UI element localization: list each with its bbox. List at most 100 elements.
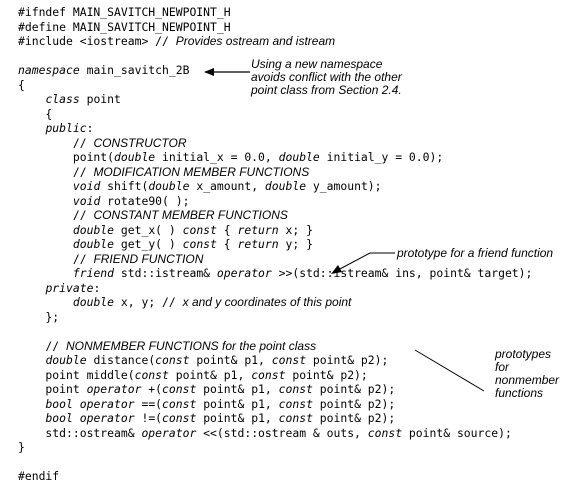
- code-text: [18, 194, 73, 208]
- code-keyword: const: [155, 353, 190, 367]
- code-text: :: [93, 280, 101, 295]
- code-line: // CONSTANT MEMBER FUNCTIONS: [18, 208, 288, 222]
- code-text: [18, 266, 73, 280]
- code-line: public:: [18, 121, 93, 135]
- friend-function-annotation: prototype for a friend function: [397, 246, 554, 260]
- code-line: double get_x( ) const { return x; }: [18, 223, 313, 237]
- code-text: point: [79, 92, 121, 106]
- code-text: };: [18, 309, 60, 324]
- code-text: std::istream&: [114, 266, 217, 280]
- code-text: main_savitch_2B: [79, 63, 190, 77]
- code-comment: FRIEND FUNCTION: [93, 251, 204, 266]
- code-keyword: bool: [45, 411, 73, 425]
- code-text: [18, 92, 45, 106]
- code-text: point: [18, 382, 87, 396]
- code-text: <<(std::ostream & outs,: [196, 425, 368, 440]
- code-text: x_amount,: [189, 179, 265, 193]
- code-comment: CONSTANT MEMBER FUNCTIONS: [93, 208, 288, 222]
- code-keyword: double: [45, 353, 87, 367]
- code-text: [73, 397, 80, 411]
- code-text: [18, 397, 45, 411]
- nonmember-functions-annotation: prototypes for nonmember functions: [495, 347, 560, 400]
- code-text: [18, 281, 45, 295]
- code-keyword: double: [72, 222, 115, 237]
- code-text: std::ostream&: [18, 425, 142, 440]
- code-keyword: void: [72, 179, 101, 193]
- code-keyword: bool: [45, 396, 73, 411]
- code-keyword: return: [237, 222, 279, 237]
- code-keyword: namespace: [18, 63, 80, 77]
- code-text: !=(: [134, 411, 163, 425]
- code-text: #define MAIN_SAVITCH_NEWPOINT_H: [18, 19, 231, 34]
- code-line: #define MAIN_SAVITCH_NEWPOINT_H: [18, 20, 231, 34]
- code-text: point middle(: [18, 367, 135, 382]
- code-comment: CONSTRUCTOR: [93, 135, 187, 150]
- code-line: // FRIEND FUNCTION: [18, 251, 204, 266]
- code-comment: x and y coordinates of this point: [182, 295, 352, 309]
- code-line: // MODIFICATION MEMBER FUNCTIONS: [18, 165, 309, 179]
- code-keyword: operator: [79, 396, 135, 411]
- namespace-arrow-head: [204, 68, 214, 76]
- code-line: #include <iostream> // Provides ostream …: [18, 34, 335, 48]
- code-line: friend std::istream& operator >>(std::is…: [18, 266, 533, 280]
- code-keyword: double: [114, 150, 156, 164]
- code-line: };: [18, 310, 59, 324]
- code-keyword: public: [45, 121, 87, 135]
- nonmember-pointer-line: [414, 349, 485, 392]
- code-keyword: operator: [79, 411, 135, 425]
- code-text: get_y( ): [114, 237, 183, 251]
- code-line: double distance(const point& p1, const p…: [18, 353, 388, 367]
- code-text: initial_y = 0.0);: [319, 150, 444, 164]
- code-text: get_x( ): [114, 222, 183, 237]
- code-keyword: double: [278, 150, 320, 164]
- code-text: #ifndef MAIN_SAVITCH_NEWPOINT_H: [18, 5, 231, 19]
- code-keyword: const: [182, 222, 217, 237]
- code-line: // NONMEMBER FUNCTIONS for the point cla…: [18, 339, 316, 353]
- code-text: {: [18, 106, 53, 121]
- code-line: double x, y; // x and y coordinates of t…: [18, 295, 352, 309]
- code-keyword: const: [162, 382, 197, 396]
- code-text: point& p1,: [168, 367, 252, 382]
- code-line: {: [18, 107, 52, 121]
- code-text: distance(: [86, 353, 156, 367]
- code-text: point& p2);: [312, 382, 396, 396]
- code-text: +(: [141, 382, 163, 396]
- code-keyword: const: [278, 382, 313, 396]
- code-keyword: double: [72, 295, 115, 309]
- code-text: {: [216, 222, 238, 237]
- code-line: point operator +(const point& p1, const …: [18, 382, 395, 396]
- code-line: class point: [18, 92, 121, 106]
- code-line: void shift(double x_amount, double y_amo…: [18, 179, 382, 193]
- code-keyword: const: [367, 425, 403, 440]
- code-text: //: [18, 164, 94, 179]
- code-line: bool operator ==(const point& p1, const …: [18, 397, 395, 411]
- code-text: point& p1,: [196, 411, 279, 425]
- code-text: point& p2);: [285, 367, 368, 382]
- code-comment: Provides ostream and istream: [175, 34, 336, 48]
- code-text: }: [18, 440, 25, 454]
- code-text: ==(: [134, 396, 163, 411]
- code-keyword: double: [72, 237, 115, 251]
- code-text: //: [18, 251, 94, 266]
- code-text: [18, 237, 73, 251]
- code-line: private:: [18, 281, 100, 295]
- code-text: [18, 295, 73, 309]
- code-line: }: [18, 440, 25, 454]
- code-text: y; }: [278, 237, 313, 251]
- code-line: void rotate90( );: [18, 194, 190, 208]
- code-line: namespace main_savitch_2B: [18, 63, 189, 77]
- code-text: {: [18, 77, 25, 92]
- code-line: #endif: [18, 469, 59, 483]
- code-text: [18, 179, 73, 193]
- code-text: point(: [18, 150, 115, 164]
- code-text: [18, 121, 45, 135]
- code-text: //: [18, 208, 94, 222]
- code-text: [18, 353, 45, 367]
- code-comment: NONMEMBER FUNCTIONS for the point class: [66, 338, 317, 353]
- code-text: point& p1,: [189, 353, 272, 367]
- code-text: shift(: [100, 179, 149, 193]
- code-text: point& source);: [402, 425, 512, 440]
- code-text: point& p2);: [312, 411, 396, 425]
- code-text: initial_x = 0.0,: [155, 150, 279, 164]
- code-keyword: operator: [141, 425, 197, 440]
